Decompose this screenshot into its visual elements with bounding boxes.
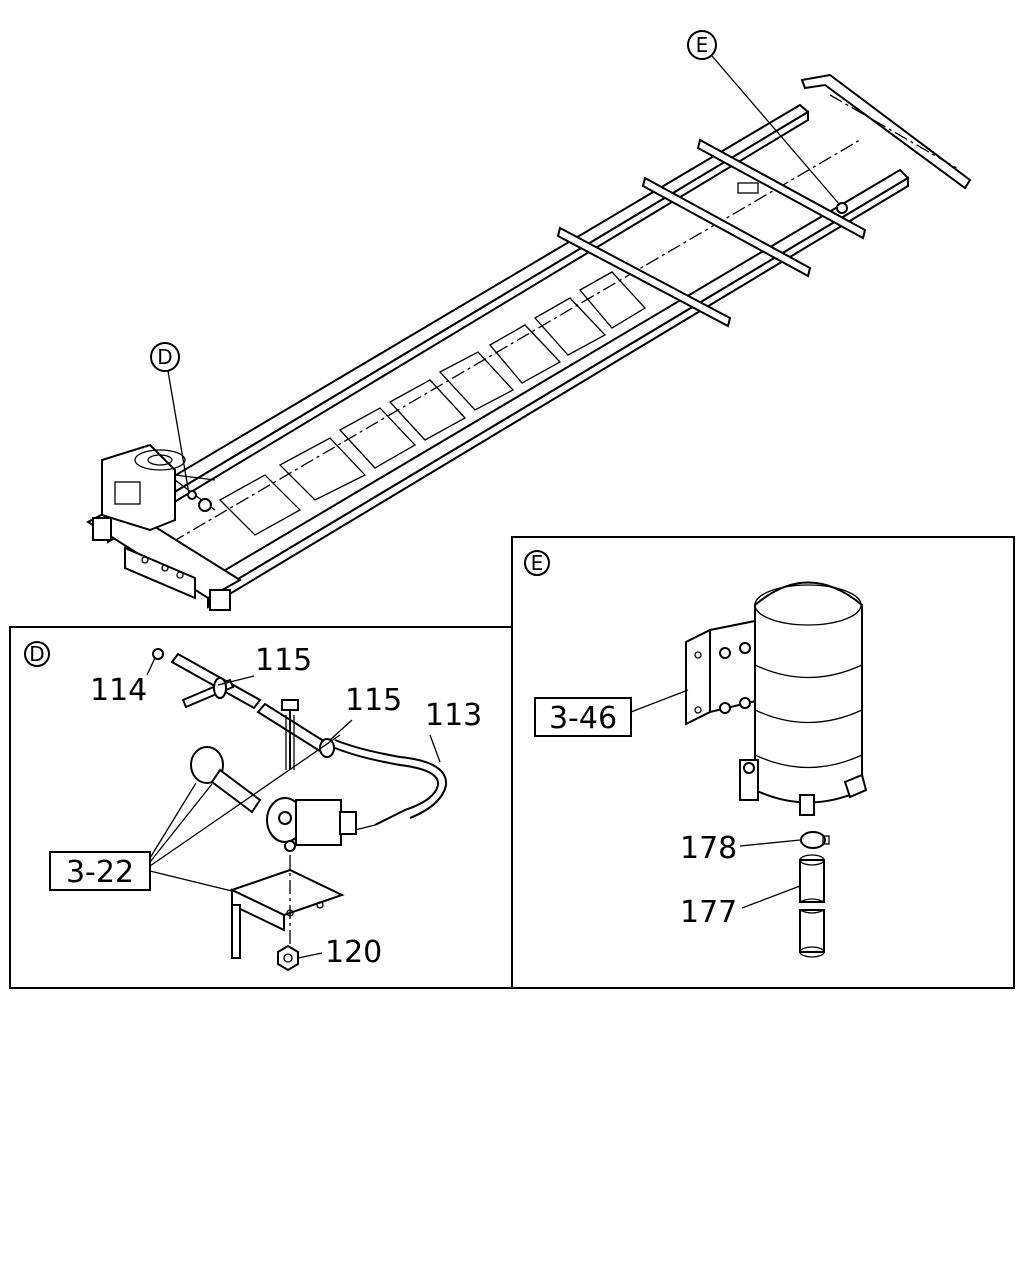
- part-177-label: 177: [680, 895, 737, 930]
- ref-3-46: 3-46: [534, 689, 689, 737]
- detail-d-panel: [9, 626, 513, 989]
- part-178-label: 178: [680, 831, 737, 866]
- callout-e: E: [687, 30, 841, 206]
- detail-e-tag: E: [524, 550, 550, 576]
- chassis-frame: [86, 73, 972, 611]
- ref-3-22-label: 3-22: [66, 855, 134, 890]
- callout-d: D: [150, 342, 190, 495]
- leader-177: [741, 885, 801, 909]
- callout-e-label: E: [696, 33, 709, 57]
- part-114-label: 114: [90, 673, 147, 708]
- svg-text:D: D: [29, 642, 44, 666]
- detail-d-tag: D: [24, 641, 50, 667]
- part-113-label: 113: [425, 698, 482, 733]
- ref-3-22: 3-22: [49, 734, 341, 894]
- part-115-label-lower: 115: [345, 683, 402, 718]
- detail-e-panel: [511, 536, 1015, 989]
- leader-178: [739, 839, 801, 847]
- part-115-label-upper: 115: [255, 643, 312, 678]
- svg-text:E: E: [531, 551, 544, 575]
- ref-3-46-label: 3-46: [549, 701, 617, 736]
- detail-e-drawing: [685, 581, 868, 958]
- callout-d-label: D: [157, 345, 172, 369]
- part-120-label: 120: [325, 935, 382, 970]
- detail-d-drawing: [146, 648, 448, 972]
